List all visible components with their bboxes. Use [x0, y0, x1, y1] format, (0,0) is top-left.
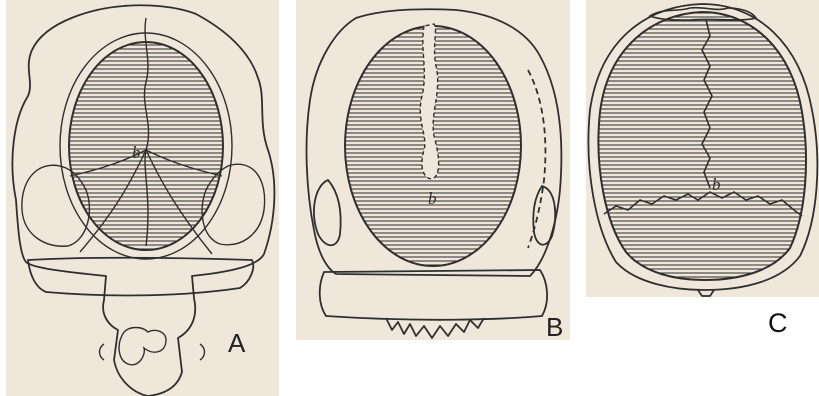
skull-figure-c: b: [586, 0, 819, 297]
marker-label-a: b: [132, 143, 141, 162]
skull-figure-a: b A: [6, 0, 279, 396]
skull-drawing-a: b A: [6, 0, 279, 396]
marker-label-b: b: [428, 189, 437, 208]
panel-label-b: B: [546, 312, 563, 340]
skull-drawing-c: b: [586, 0, 819, 297]
skull-figure-b: b B: [296, 0, 570, 340]
panel-label-a: A: [228, 328, 246, 358]
marker-label-c: b: [712, 175, 721, 194]
foramen-magnum-a: [69, 42, 223, 250]
panel-label-c: C: [768, 310, 788, 337]
skull-drawing-b: b B: [296, 0, 570, 340]
